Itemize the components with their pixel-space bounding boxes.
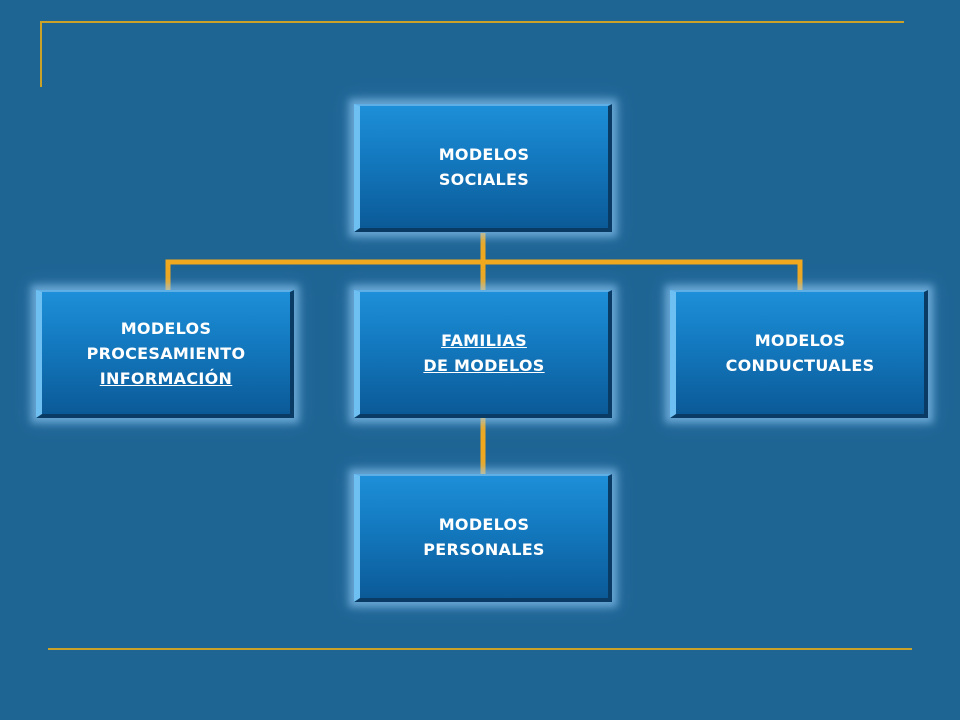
box-label-line: MODELOS — [438, 515, 530, 534]
bottom-rule — [48, 648, 912, 650]
connector-top-to-right — [483, 259, 803, 290]
box-modelos-procesamiento-informacion: MODELOS PROCESAMIENTO INFORMACIÓN — [36, 290, 294, 418]
box-label-link[interactable]: DE MODELOS — [423, 356, 545, 375]
connector-top-to-branches — [165, 233, 486, 290]
box-label-link[interactable]: FAMILIAS — [441, 331, 527, 350]
box-label-line: SOCIALES — [438, 170, 530, 189]
box-modelos-personales: MODELOS PERSONALES — [354, 474, 612, 602]
box-label-line: CONDUCTUALES — [725, 356, 875, 375]
box-label-line: PERSONALES — [423, 540, 545, 559]
box-familias-de-modelos: FAMILIAS DE MODELOS — [354, 290, 612, 418]
box-label-link[interactable]: INFORMACIÓN — [99, 368, 233, 388]
box-label-line: PROCESAMIENTO — [86, 343, 246, 363]
box-modelos-conductuales: MODELOS CONDUCTUALES — [670, 290, 928, 418]
box-label-line: MODELOS — [120, 318, 212, 338]
box-modelos-sociales: MODELOS SOCIALES — [354, 104, 612, 232]
box-label-line: MODELOS — [754, 331, 846, 350]
top-rule — [40, 21, 904, 23]
box-label-line: MODELOS — [438, 145, 530, 164]
left-rule — [40, 21, 42, 87]
